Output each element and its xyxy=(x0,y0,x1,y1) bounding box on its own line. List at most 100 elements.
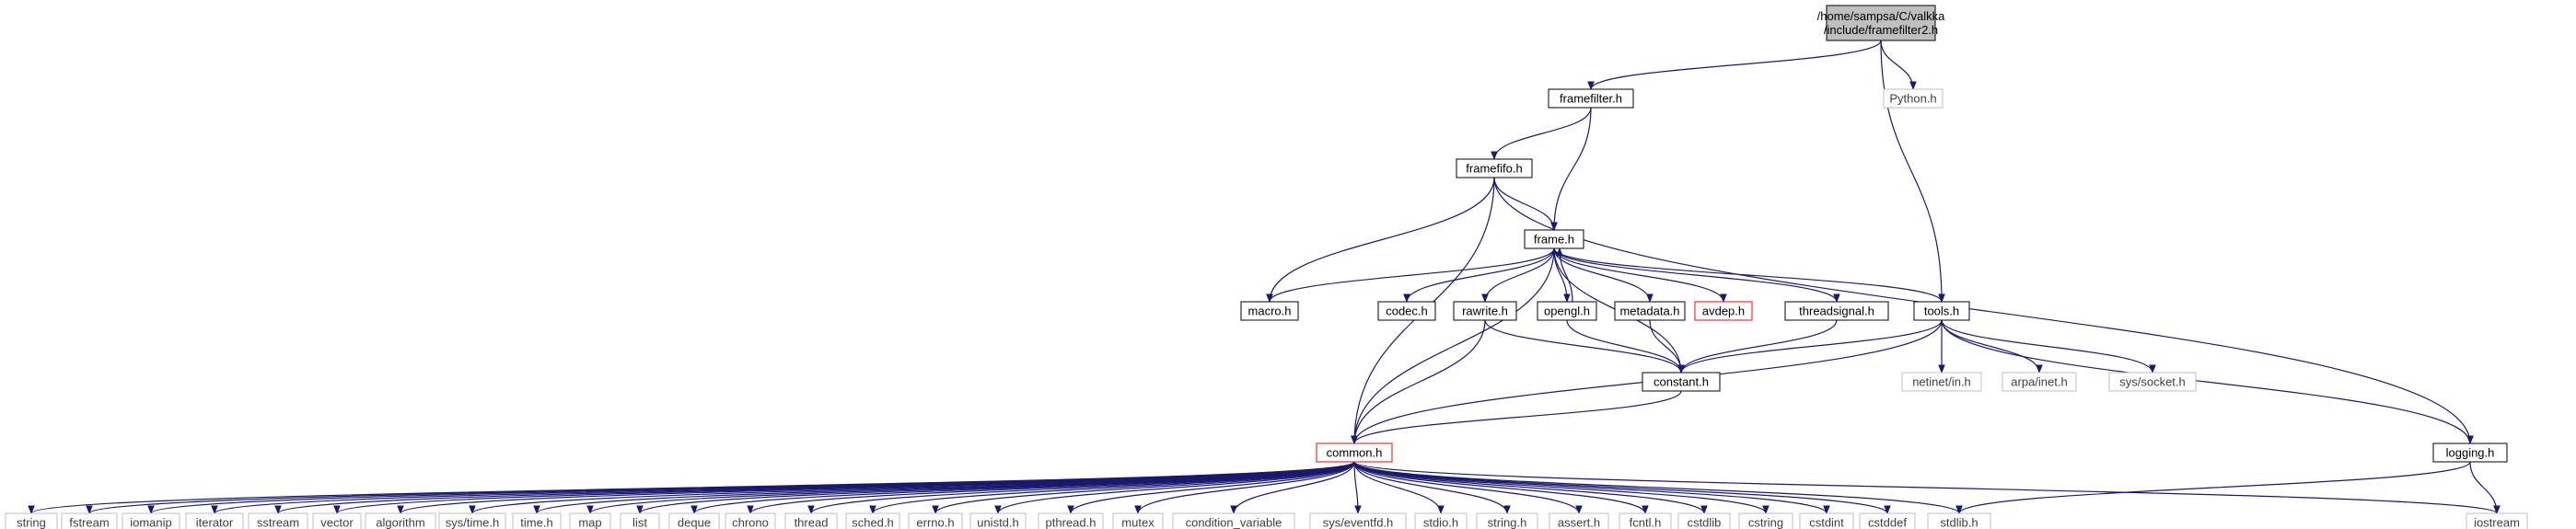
edge-framefifo-to-frame xyxy=(1493,177,1558,231)
node-sstream-box xyxy=(248,512,308,529)
node-tools[interactable]: tools.h xyxy=(1913,301,1970,321)
edge-common-to-stringh xyxy=(1353,461,1511,514)
node-cstring: cstring xyxy=(1738,512,1793,529)
node-metadata[interactable]: metadata.h xyxy=(1614,301,1686,321)
edge-common-to-fcntl xyxy=(1353,461,1649,514)
node-python-label: Python.h xyxy=(1889,92,1936,106)
edge-logging-to-iostream xyxy=(2469,461,2501,514)
node-condvar-box xyxy=(1172,512,1295,529)
edge-common-to-timeh xyxy=(533,461,1355,514)
edge-common-to-errno xyxy=(932,461,1355,514)
edge-root-to-tools xyxy=(1880,40,1945,303)
node-opengl[interactable]: opengl.h xyxy=(1537,301,1597,321)
node-framefilter[interactable]: framefilter.h xyxy=(1548,88,1634,109)
node-map-label: map xyxy=(578,516,601,529)
node-framefilter-label: framefilter.h xyxy=(1560,92,1622,106)
node-logging[interactable]: logging.h xyxy=(2432,443,2508,463)
node-chrono: chrono xyxy=(725,512,776,529)
edge-tools-to-logging xyxy=(1941,319,2474,444)
node-cstdint: cstdint xyxy=(1799,512,1854,529)
node-timeh: time.h xyxy=(512,512,562,529)
node-netinet: netinet/in.h xyxy=(1901,372,1982,392)
node-stdlibh-box xyxy=(1927,512,1991,529)
node-sstream: sstream xyxy=(248,512,308,529)
edge-frame-to-tools xyxy=(1553,247,1945,303)
node-syssocket-box xyxy=(2108,372,2197,392)
node-condvar-label: condition_variable xyxy=(1186,516,1282,529)
node-assert-label: assert.h xyxy=(1558,516,1600,529)
node-string: string xyxy=(5,512,58,529)
node-chrono-label: chrono xyxy=(732,516,769,529)
node-condvar: condition_variable xyxy=(1172,512,1295,529)
node-syssocket: sys/socket.h xyxy=(2108,372,2197,392)
node-fstream-label: fstream xyxy=(69,516,109,529)
node-cstdlib: cstdlib xyxy=(1677,512,1731,529)
node-mutex-label: mutex xyxy=(1121,516,1155,529)
edge-common-to-cstdlib xyxy=(1353,461,1708,514)
nodes-layer: /home/sampsa/C/valkka/include/framefilte… xyxy=(5,5,2528,529)
node-pthread: pthread.h xyxy=(1038,512,1104,529)
edge-common-to-assert xyxy=(1353,461,1583,514)
edge-root-to-framefilter xyxy=(1587,40,1882,90)
edge-tools-to-arpa xyxy=(1941,319,2043,374)
node-framefifo[interactable]: framefifo.h xyxy=(1456,158,1533,178)
node-stdlibh-label: stdlib.h xyxy=(1940,516,1978,529)
node-common-box xyxy=(1316,443,1393,463)
node-cstddef-label: cstddef xyxy=(1868,516,1907,529)
node-assert-box xyxy=(1549,512,1609,529)
node-opengl-label: opengl.h xyxy=(1544,305,1590,318)
node-cstdlib-label: cstdlib xyxy=(1688,516,1722,529)
node-constant[interactable]: constant.h xyxy=(1642,372,1721,392)
node-iostream-label: iostream xyxy=(2474,516,2520,529)
node-logging-label: logging.h xyxy=(2446,446,2495,460)
node-systime-label: sys/time.h xyxy=(446,516,500,529)
edge-common-to-cstdint xyxy=(1353,461,1830,514)
edge-frame-to-common xyxy=(1351,247,1555,444)
edge-frame-to-metadata xyxy=(1553,247,1654,303)
edge-frame-to-rawrite xyxy=(1481,247,1555,303)
node-list-label: list xyxy=(632,516,647,529)
node-algorithm: algorithm xyxy=(365,512,436,529)
node-macro[interactable]: macro.h xyxy=(1240,301,1299,321)
node-syseventfd: sys/eventfd.h xyxy=(1309,512,1407,529)
edge-tools-to-constant xyxy=(1677,319,1943,374)
node-cstdint-box xyxy=(1799,512,1854,529)
edge-common-to-condvar xyxy=(1230,461,1355,514)
node-iostream-box xyxy=(2466,512,2528,529)
edge-common-to-stdlibh xyxy=(1353,461,1963,514)
edge-framefilter-to-frame xyxy=(1550,107,1592,231)
node-threadsignal[interactable]: threadsignal.h xyxy=(1784,301,1889,321)
node-stringh-label: string.h xyxy=(1488,516,1527,529)
node-cstddef: cstddef xyxy=(1859,512,1916,529)
edge-frame-to-avdep xyxy=(1553,247,1727,303)
node-sched-label: sched.h xyxy=(852,516,894,529)
node-common[interactable]: common.h xyxy=(1316,443,1393,463)
node-errno: errno.h xyxy=(908,512,963,529)
node-metadata-label: metadata.h xyxy=(1619,305,1679,318)
node-avdep[interactable]: avdep.h xyxy=(1694,301,1753,321)
edge-frame-to-codec xyxy=(1403,247,1555,303)
node-codec[interactable]: codec.h xyxy=(1377,301,1436,321)
node-framefifo-box xyxy=(1456,158,1533,178)
node-frame[interactable]: frame.h xyxy=(1524,229,1584,249)
node-macro-box xyxy=(1240,301,1299,321)
node-errno-box xyxy=(908,512,963,529)
node-fstream: fstream xyxy=(61,512,118,529)
edge-frame-to-threadsignal xyxy=(1553,247,1840,303)
node-netinet-label: netinet/in.h xyxy=(1912,375,1971,389)
edge-common-to-fstream xyxy=(86,461,1355,514)
node-macro-label: macro.h xyxy=(1248,305,1292,318)
node-tools-box xyxy=(1913,301,1970,321)
node-stdio-label: stdio.h xyxy=(1423,516,1458,529)
node-systime-box xyxy=(438,512,506,529)
node-root[interactable]: /home/sampsa/C/valkka/include/framefilte… xyxy=(1817,5,1945,41)
node-metadata-box xyxy=(1614,301,1686,321)
node-iterator: iterator xyxy=(185,512,244,529)
node-rawrite[interactable]: rawrite.h xyxy=(1453,301,1517,321)
node-root-label: /home/sampsa/C/valkka xyxy=(1817,9,1945,23)
edge-rawrite-to-common xyxy=(1351,319,1486,444)
node-threadsignal-label: threadsignal.h xyxy=(1799,305,1874,318)
node-netinet-box xyxy=(1901,372,1982,392)
node-rawrite-box xyxy=(1453,301,1517,321)
node-root-box xyxy=(1826,5,1936,41)
